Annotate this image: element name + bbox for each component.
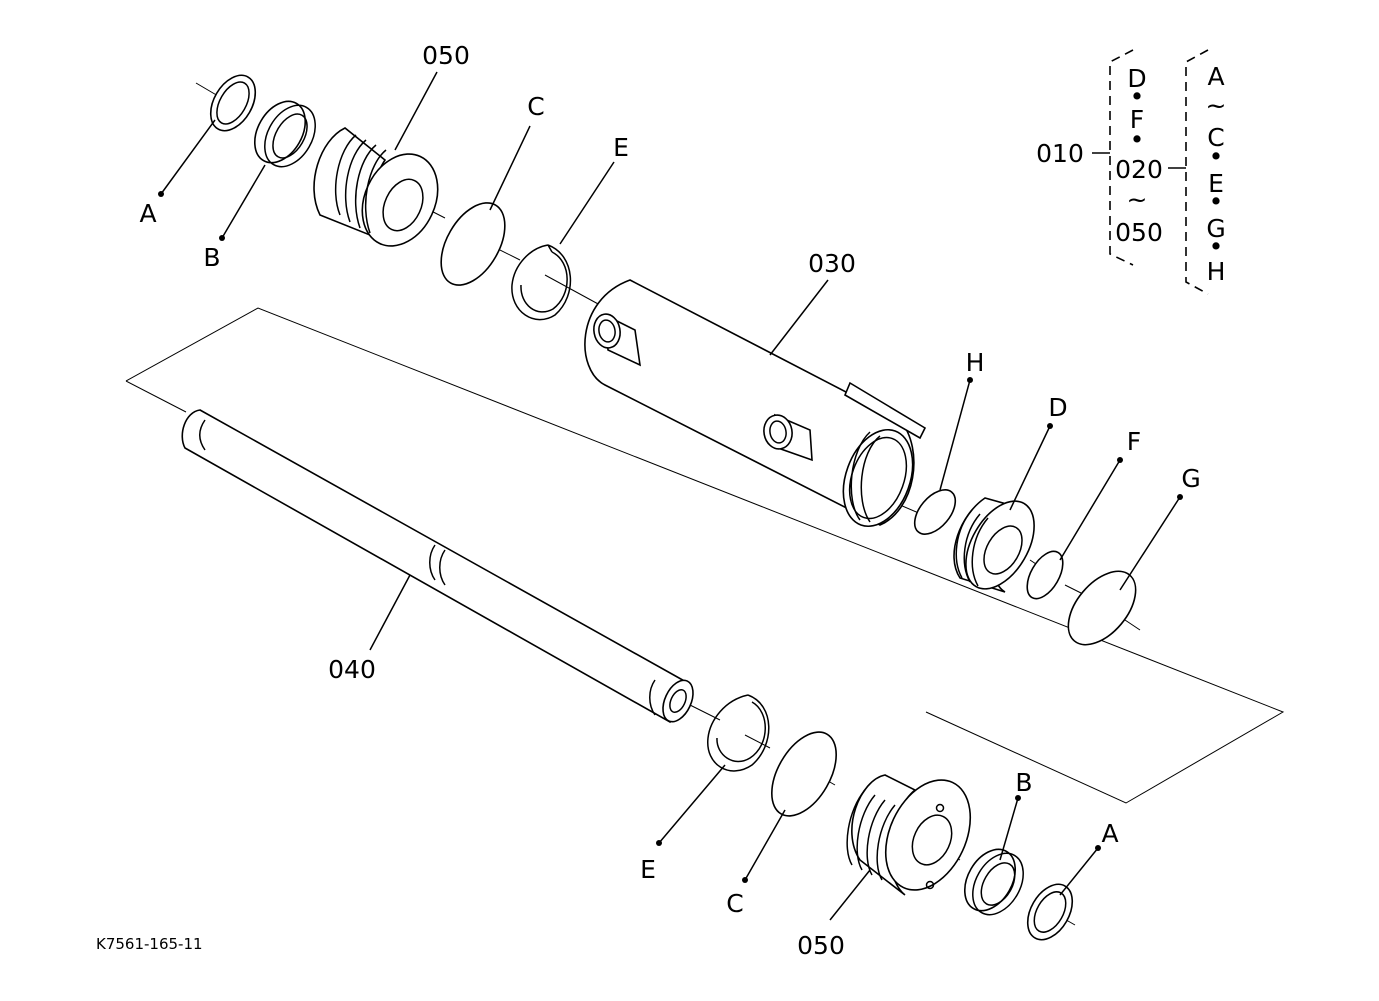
- legend-col2-item: E: [1208, 169, 1224, 198]
- gland-050-top: [313, 127, 439, 247]
- legend-col1-item: F: [1130, 105, 1144, 134]
- label-c-bottom: C: [726, 889, 743, 918]
- legend-col1-item: 050: [1115, 218, 1163, 247]
- gland-050-bottom: [846, 774, 972, 896]
- legend-col2-item: •: [1209, 142, 1224, 171]
- label-e-top: E: [613, 133, 629, 162]
- label-a-top: A: [139, 199, 156, 228]
- legend-col2-item: C: [1207, 123, 1224, 152]
- label-b-top: B: [203, 243, 220, 272]
- label-a-bottom: A: [1101, 819, 1118, 848]
- ring-a-top: [209, 74, 257, 132]
- tube-030: [584, 279, 927, 528]
- legend-col2-item: H: [1207, 257, 1226, 286]
- bushing-b-top: [253, 100, 316, 168]
- legend-assembly-010: 010: [1036, 139, 1084, 168]
- label-050-bottom: 050: [797, 931, 845, 960]
- label-050-top: 050: [422, 41, 470, 70]
- label-e-bottom: E: [640, 855, 656, 884]
- label-040: 040: [328, 655, 376, 684]
- legend-col2-item: •: [1209, 187, 1224, 216]
- snap-ring-e-bottom: [707, 694, 770, 772]
- o-ring-h: [913, 489, 957, 535]
- snap-ring-e-top: [511, 244, 571, 321]
- rod-040: [181, 409, 694, 724]
- legend-col1-item: D: [1127, 64, 1146, 93]
- label-c-top: C: [527, 92, 544, 121]
- o-ring-f: [1026, 550, 1064, 600]
- legend-col2-item: G: [1206, 214, 1225, 243]
- legend-col1-item: •: [1130, 82, 1145, 111]
- leader-lines: [158, 71, 1183, 921]
- bushing-b-bottom: [963, 848, 1024, 916]
- legend-col1-item: 020: [1115, 155, 1163, 184]
- legend-col1-item: ~: [1127, 185, 1148, 214]
- label-b-bottom: B: [1015, 768, 1032, 797]
- o-ring-c-bottom: [771, 731, 837, 817]
- legend-col2-item: ~: [1206, 91, 1227, 120]
- kit-legend: 010 D • F • 020 ~ 050 A ~ C • E • G • H: [1036, 49, 1227, 295]
- reference-code: K7561-165-11: [96, 935, 203, 953]
- label-h: H: [966, 348, 985, 377]
- label-030: 030: [808, 249, 856, 278]
- legend-col1-item: •: [1130, 125, 1145, 154]
- piston-d: [953, 497, 1035, 593]
- ring-a-bottom: [1026, 883, 1074, 941]
- o-ring-c-top: [440, 202, 506, 286]
- label-g: G: [1181, 464, 1200, 493]
- legend-col2-item: A: [1207, 62, 1224, 91]
- label-f: F: [1127, 427, 1141, 456]
- assembly-outline: [125, 307, 1285, 804]
- legend-col2-item: •: [1209, 232, 1224, 261]
- label-d: D: [1048, 393, 1067, 422]
- o-ring-g: [1067, 570, 1137, 646]
